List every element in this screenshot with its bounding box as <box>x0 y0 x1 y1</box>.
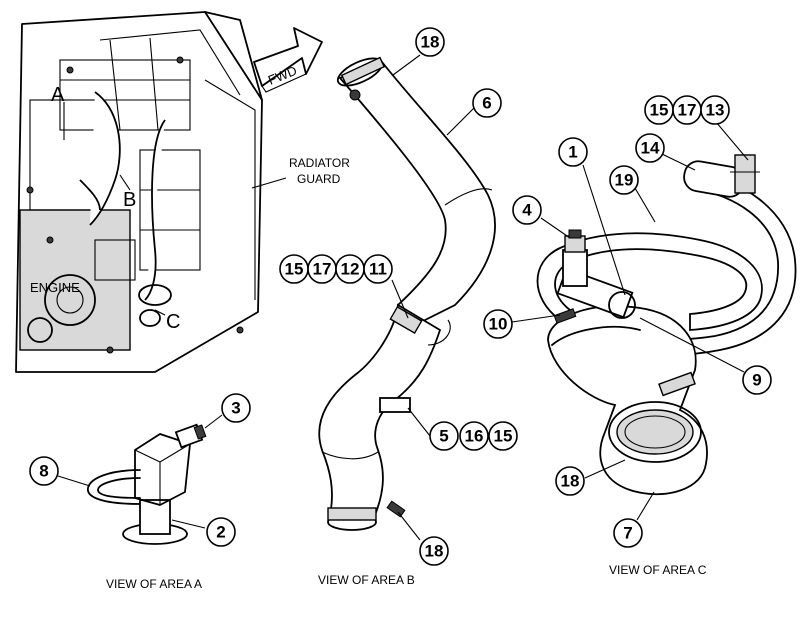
callout-6[interactable]: 6 <box>472 88 502 118</box>
callout-3[interactable]: 3 <box>221 393 251 423</box>
callout-2[interactable]: 2 <box>206 517 236 547</box>
area-a-letter: A <box>51 84 65 106</box>
callout-15-b2[interactable]: 15 <box>488 421 518 451</box>
callout-18-top[interactable]: 18 <box>415 27 445 57</box>
svg-text:3: 3 <box>231 399 240 418</box>
svg-text:10: 10 <box>489 315 508 334</box>
svg-text:15: 15 <box>494 427 513 446</box>
engine-label: ENGINE <box>30 280 80 295</box>
callout-19[interactable]: 19 <box>609 165 639 195</box>
view-area-b <box>318 54 496 541</box>
svg-text:18: 18 <box>421 33 440 52</box>
callout-14[interactable]: 14 <box>635 133 665 163</box>
svg-text:13: 13 <box>706 101 725 120</box>
svg-text:19: 19 <box>615 171 634 190</box>
view-area-a <box>57 414 223 545</box>
area-b-letter: B <box>123 189 136 211</box>
svg-text:15: 15 <box>650 101 669 120</box>
callout-15-b[interactable]: 15 <box>279 254 309 284</box>
svg-text:12: 12 <box>341 260 360 279</box>
svg-text:4: 4 <box>522 201 532 220</box>
svg-text:15: 15 <box>285 260 304 279</box>
callout-16[interactable]: 16 <box>459 421 489 451</box>
radiator-guard-label-1: RADIATOR <box>289 156 350 170</box>
view-area-c <box>511 121 797 521</box>
svg-text:6: 6 <box>482 94 491 113</box>
engine-overview <box>15 11 287 373</box>
callout-12[interactable]: 12 <box>335 254 365 284</box>
callout-1[interactable]: 1 <box>558 137 588 167</box>
callout-17-c[interactable]: 17 <box>672 95 702 125</box>
callout-8[interactable]: 8 <box>29 456 59 486</box>
svg-text:11: 11 <box>369 260 387 279</box>
callout-18-c[interactable]: 18 <box>555 466 585 496</box>
callout-10[interactable]: 10 <box>483 309 513 339</box>
svg-text:16: 16 <box>465 427 484 446</box>
view-area-c-label: VIEW OF AREA C <box>609 563 707 577</box>
fwd-arrow: FWD <box>253 27 323 93</box>
svg-text:9: 9 <box>752 371 761 390</box>
svg-text:7: 7 <box>623 524 632 543</box>
svg-text:17: 17 <box>678 101 697 120</box>
svg-text:5: 5 <box>439 427 448 446</box>
radiator-guard-label-2: GUARD <box>297 172 341 186</box>
svg-text:18: 18 <box>425 542 444 561</box>
callout-4[interactable]: 4 <box>512 195 542 225</box>
callout-18-bottom[interactable]: 18 <box>419 536 449 566</box>
view-area-a-label: VIEW OF AREA A <box>106 577 202 591</box>
svg-text:2: 2 <box>216 523 225 542</box>
callout-5[interactable]: 5 <box>429 421 459 451</box>
callout-7[interactable]: 7 <box>613 518 643 548</box>
callout-13[interactable]: 13 <box>700 95 730 125</box>
svg-text:14: 14 <box>641 139 660 158</box>
svg-text:17: 17 <box>313 260 332 279</box>
svg-text:8: 8 <box>39 462 48 481</box>
svg-text:1: 1 <box>568 143 577 162</box>
svg-text:18: 18 <box>561 472 580 491</box>
callout-11[interactable]: 11 <box>363 254 393 284</box>
callout-15-c[interactable]: 15 <box>644 95 674 125</box>
callout-9[interactable]: 9 <box>742 365 772 395</box>
view-area-b-label: VIEW OF AREA B <box>318 573 415 587</box>
area-c-letter: C <box>166 311 180 333</box>
callout-17-b[interactable]: 17 <box>307 254 337 284</box>
